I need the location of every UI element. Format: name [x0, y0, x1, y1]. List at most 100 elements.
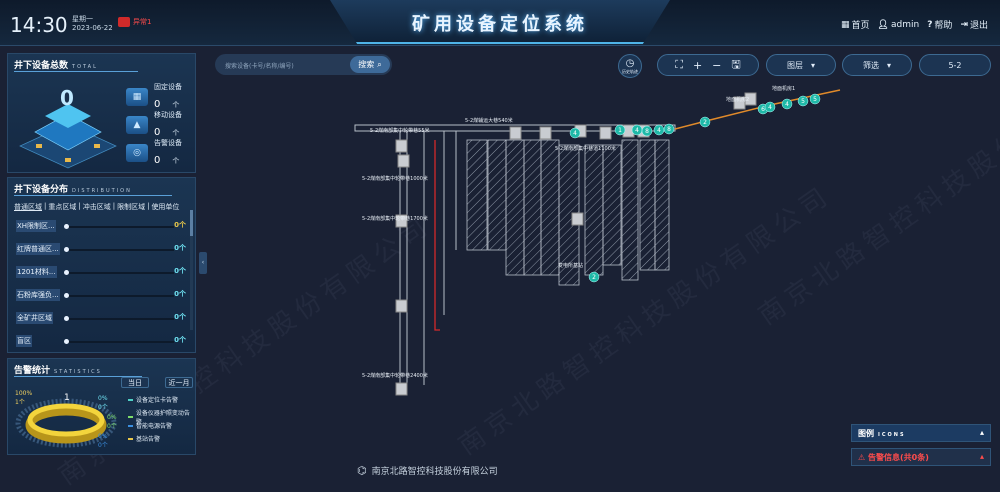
area-name: 盲区	[16, 335, 32, 347]
marker-number: 4	[573, 130, 577, 137]
area-bar-dot	[64, 316, 69, 321]
nav-logout[interactable]: ⇥退出	[960, 18, 988, 32]
map-label: 5-2煤南部集中轮带巷55米	[370, 127, 430, 134]
search-icon: ⌕	[377, 59, 382, 69]
zoom-out-icon[interactable]: −	[712, 58, 722, 72]
legend-swatch	[128, 416, 133, 418]
save-icon[interactable]: 🖫︎	[731, 57, 741, 71]
map-marker[interactable]: 4	[764, 101, 776, 113]
fit-icon[interactable]: ⛶	[675, 58, 683, 71]
device-icon[interactable]	[397, 154, 410, 168]
device-icon[interactable]	[395, 214, 408, 228]
map-marker[interactable]: 2	[588, 271, 600, 283]
device-icon[interactable]	[539, 126, 552, 140]
area-bar	[66, 272, 174, 274]
area-count: 0个	[174, 244, 186, 252]
collapse-icon: ▴	[979, 428, 984, 437]
tab-unit[interactable]: 使用单位	[151, 203, 180, 211]
clock-icon: ◷	[625, 57, 635, 69]
area-bar	[66, 295, 174, 297]
filter-dropdown[interactable]: 筛选▾	[842, 54, 912, 76]
nav-label: admin	[890, 19, 920, 30]
map-marker[interactable]: 2	[699, 116, 711, 128]
search-input[interactable]: 搜索设备(卡号/名称/编号) 搜索⌕	[215, 54, 392, 75]
device-icon[interactable]	[395, 382, 408, 396]
alarm-device-icon: ◎	[126, 143, 148, 162]
collapse-sidebar-button[interactable]: ‹	[199, 252, 207, 274]
device-icon[interactable]	[571, 212, 584, 226]
device-icon[interactable]	[509, 126, 522, 140]
distribution-row[interactable]: XH限制区...0个	[16, 220, 186, 234]
map-marker[interactable]: 4	[569, 127, 581, 139]
tab-month[interactable]: 近一月	[165, 377, 193, 388]
ring-center-value: 1	[64, 393, 70, 403]
tab-key[interactable]: 重点区域	[48, 203, 77, 211]
tab-normal[interactable]: 普通区域	[14, 203, 42, 211]
header: 14:30 星期一 2023-06-22 异常1 矿用设备定位系统 ▦首页 👤︎…	[0, 0, 1000, 46]
device-icon[interactable]	[599, 126, 612, 140]
legend-swatch	[128, 398, 133, 401]
legend-swatch	[128, 424, 133, 427]
area-count: 0个	[174, 313, 186, 321]
distribution-row[interactable]: 红牌普通区...0个	[16, 243, 186, 257]
map-marker[interactable]: 5	[809, 93, 821, 105]
search-button[interactable]: 搜索⌕	[350, 56, 390, 73]
map-marker[interactable]: 5	[797, 95, 809, 107]
alarm-legend-item: 设备定位卡告警	[128, 395, 178, 404]
map-marker[interactable]: 8	[663, 123, 675, 135]
alarm-info-panel[interactable]: ⚠ 告警信息(共0条)▴	[851, 448, 991, 466]
scrollbar[interactable]	[190, 210, 193, 330]
tab-today[interactable]: 当日	[121, 377, 149, 388]
map-marker[interactable]: 4	[781, 98, 793, 110]
area-selector[interactable]: 5-2	[919, 54, 991, 76]
device-icon[interactable]	[744, 92, 757, 106]
company-logo-icon: ⌬	[357, 464, 367, 477]
page-title: 矿用设备定位系统	[412, 14, 588, 35]
marker-number: 4	[657, 127, 661, 134]
alarm-badge[interactable]: 异常1	[118, 17, 151, 27]
map-label: 5-2煤南部集中巷道1100米	[555, 145, 616, 152]
nav-label: 退出	[969, 21, 988, 31]
map-marker[interactable]: 4	[653, 124, 665, 136]
alarm-legend-item: 设备仪器护照变动告警	[128, 408, 195, 426]
map-marker[interactable]: 1	[614, 124, 626, 136]
nav-home[interactable]: ▦首页	[841, 18, 870, 32]
map-label: 地面机房1	[772, 85, 795, 92]
distribution-row[interactable]: 1201材料...0个	[16, 266, 186, 280]
ring-label: 0%0个	[98, 395, 108, 411]
map-marker[interactable]: 8	[641, 125, 653, 137]
device-icon[interactable]	[395, 299, 408, 313]
map-marker[interactable]: 4	[631, 124, 643, 136]
area-bar	[66, 226, 174, 228]
device-icon[interactable]	[395, 139, 408, 153]
date: 2023-06-22	[72, 24, 113, 32]
tab-restricted[interactable]: 限制区域	[117, 203, 146, 211]
footer: ⌬南京北路智控科技股份有限公司	[357, 464, 498, 477]
distribution-row[interactable]: 石粉库强负...0个	[16, 289, 186, 303]
collapse-icon: ▴	[979, 452, 984, 461]
area-name: 全矿井区域	[16, 312, 53, 324]
map-label: 5-2煤南部集中轮带巷2400米	[362, 372, 428, 379]
history-track-button[interactable]: ◷历史轨迹	[618, 54, 642, 78]
nav-user[interactable]: 👤︎admin	[878, 18, 920, 31]
area-bar-dot	[64, 293, 69, 298]
area-bar-dot	[64, 224, 69, 229]
weekday: 星期一	[72, 15, 93, 23]
area-bar-dot	[64, 339, 69, 344]
logout-icon: ⇥	[960, 19, 968, 30]
distribution-row[interactable]: 全矿井区域 0个	[16, 312, 186, 326]
map-label: 5-2煤辅运大巷540米	[465, 117, 513, 124]
chevron-down-icon: ▾	[810, 60, 815, 70]
tab-impact[interactable]: 冲击区域	[82, 203, 111, 211]
nav-help[interactable]: ?帮助	[927, 18, 952, 32]
layer-dropdown[interactable]: 图层▾	[766, 54, 836, 76]
zoom-in-icon[interactable]: +	[692, 58, 703, 72]
legend-swatch	[128, 437, 133, 440]
